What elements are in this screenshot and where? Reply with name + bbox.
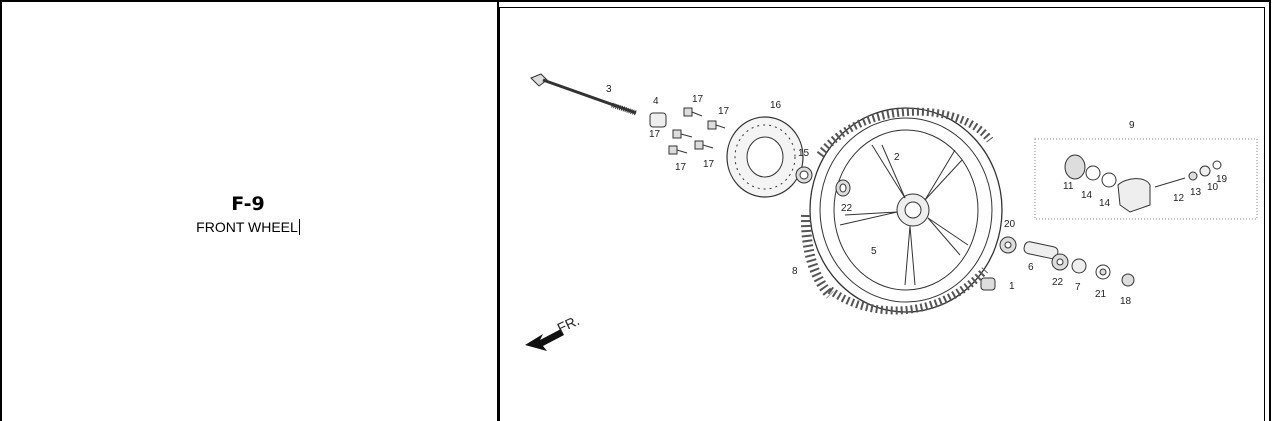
text-cursor <box>298 219 300 235</box>
part-label-2: 2 <box>894 152 900 163</box>
speedometer-gearbox-group <box>1034 138 1258 220</box>
part-label-16: 16 <box>770 100 782 111</box>
part-label-20: 20 <box>1004 219 1016 230</box>
part-label-14a: 14 <box>1081 190 1093 201</box>
diagram-frame <box>499 7 1265 421</box>
part-label-17b: 17 <box>718 106 730 117</box>
part-number-labels: 3 4 17 17 17 17 17 16 15 2 22 5 8 20 1 6… <box>555 84 1228 336</box>
part-label-3: 3 <box>606 84 612 95</box>
panel-divider <box>497 2 499 421</box>
part-label-14b: 14 <box>1099 198 1111 209</box>
part-label-17e: 17 <box>703 159 715 170</box>
part-label-17a: 17 <box>692 94 704 105</box>
part-label-12: 12 <box>1173 193 1185 204</box>
spacer-part <box>1023 241 1059 260</box>
part-label-10: 10 <box>1207 182 1219 193</box>
bearing-part-upper <box>835 179 851 197</box>
front-direction-arrow <box>525 329 564 351</box>
part-label-8: 8 <box>792 266 798 277</box>
seal-part <box>980 277 996 291</box>
part-label-9: 9 <box>1129 120 1135 131</box>
brake-disc-part <box>726 116 804 198</box>
bolt-parts <box>668 107 726 155</box>
part-label-15: 15 <box>798 148 810 159</box>
part-label-5: 5 <box>871 246 877 257</box>
wheel-assembly <box>800 107 1003 315</box>
section-title-text: FRONT WHEEL <box>196 219 298 235</box>
part-label-22a: 22 <box>841 203 853 214</box>
collar-part <box>649 112 667 128</box>
part-label-22b: 22 <box>1052 277 1064 288</box>
part-label-18: 18 <box>1120 296 1132 307</box>
part-label-19: 19 <box>1216 174 1228 185</box>
section-code: F-9 <box>231 193 265 215</box>
part-label-13: 13 <box>1190 187 1202 198</box>
part-label-17c: 17 <box>649 129 661 140</box>
front-direction-label: FR. <box>555 312 582 336</box>
part-label-4: 4 <box>653 96 659 107</box>
axle-part <box>530 73 637 116</box>
part-label-11: 11 <box>1063 181 1074 192</box>
part-label-6: 6 <box>1028 262 1034 273</box>
part-label-7: 7 <box>1075 282 1081 293</box>
part-label-17d: 17 <box>675 162 687 173</box>
part-label-21: 21 <box>1095 289 1107 300</box>
bearing-part-lower <box>1051 253 1135 287</box>
part-label-1: 1 <box>1009 281 1015 292</box>
section-title: FRONT WHEEL <box>0 219 496 235</box>
bearing-part <box>795 166 813 184</box>
bearing-part-20 <box>999 236 1017 254</box>
